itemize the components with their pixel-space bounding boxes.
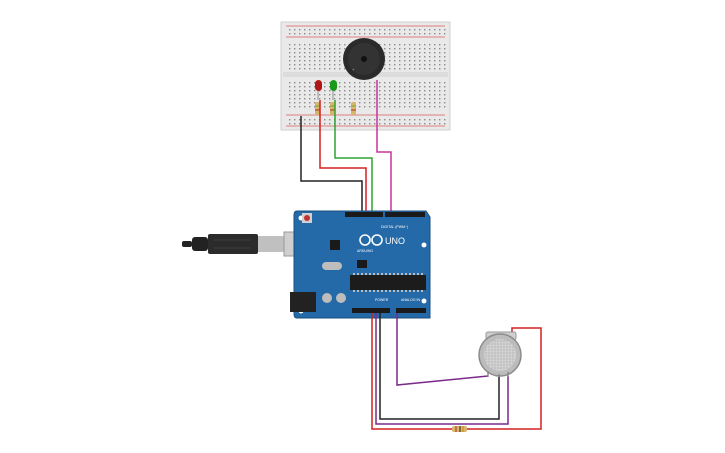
wire-black-sensor-gnd[interactable] — [379, 313, 500, 420]
power-header-label: POWER — [375, 298, 389, 302]
wire-black-gnd[interactable] — [300, 116, 363, 211]
board-sub-brand-label: ARDUINO — [357, 249, 373, 253]
resistor-3[interactable] — [351, 102, 356, 115]
resistor-1[interactable] — [315, 102, 320, 115]
svg-text:+: + — [352, 67, 355, 72]
green-led[interactable] — [330, 80, 337, 100]
arduino-uno-board[interactable]: UNO ARDUINO DIGITAL (PWM~) POWER ANALOG … — [290, 210, 431, 319]
analog-header-label: ANALOG IN — [401, 298, 421, 302]
resistor-sensor[interactable] — [452, 426, 467, 432]
resistor-2[interactable] — [330, 102, 335, 115]
piezo-buzzer[interactable]: + — [343, 38, 385, 80]
gas-sensor[interactable] — [478, 331, 522, 377]
digital-header-label: DIGITAL (PWM~) — [381, 225, 408, 229]
red-led[interactable] — [315, 80, 322, 100]
wire-green-led[interactable] — [334, 100, 373, 211]
wire-red-vcc[interactable] — [371, 313, 542, 430]
wire-magenta-buzzer[interactable] — [376, 80, 392, 211]
wire-purple-analog[interactable] — [396, 313, 489, 386]
arduino-logo-icon — [359, 234, 383, 246]
wire-red-led[interactable] — [319, 100, 367, 211]
wire-purple-sensor[interactable] — [375, 313, 509, 425]
board-brand-label: UNO — [385, 236, 405, 246]
sensor-mesh — [484, 339, 516, 371]
breadboard-holes — [289, 29, 446, 125]
